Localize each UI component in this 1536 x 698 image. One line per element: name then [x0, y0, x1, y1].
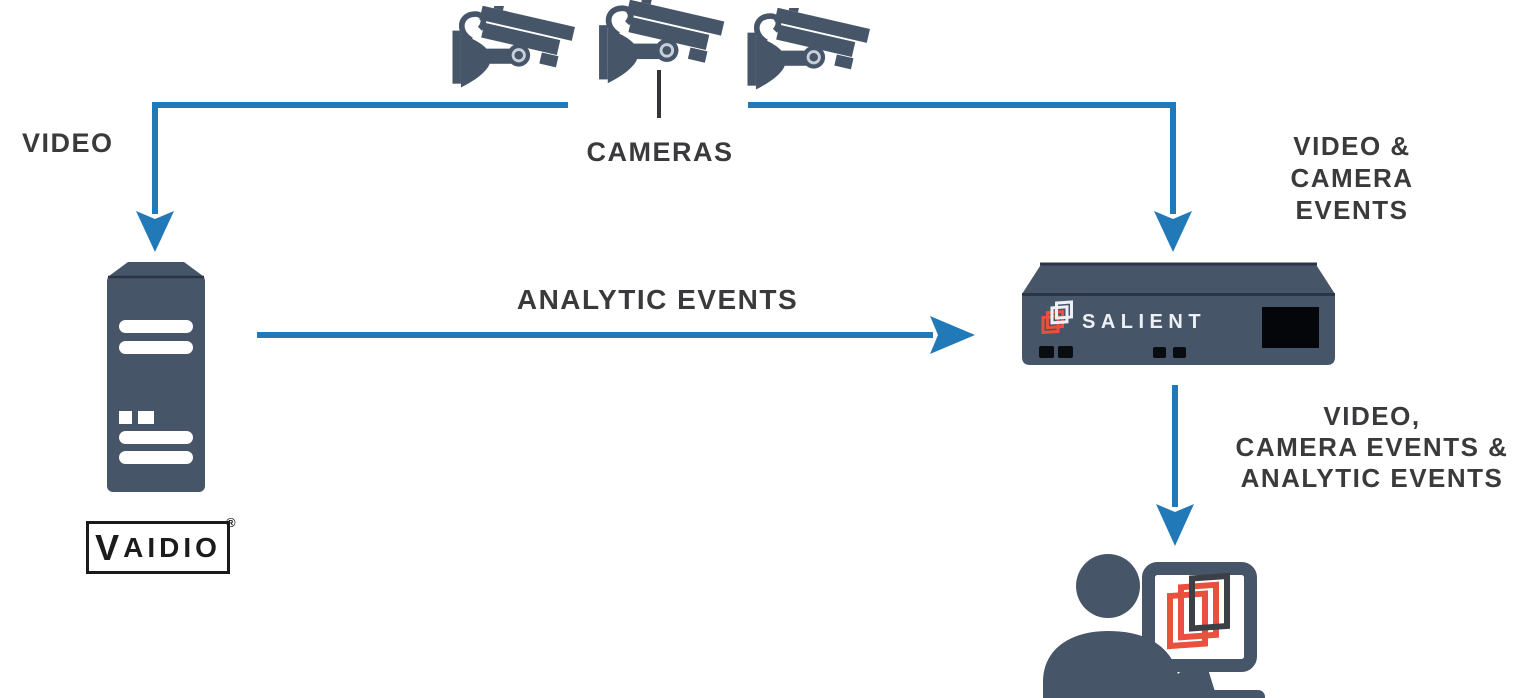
cctv-camera-icon: [745, 8, 873, 98]
cctv-camera-icon: [596, 0, 728, 92]
person-head: [1076, 554, 1140, 618]
registered-trademark-mark: ®: [226, 515, 236, 530]
vaidio-logo-v: V: [95, 526, 124, 568]
video-camera-events-label: VIDEO & CAMERA EVENTS: [1242, 130, 1462, 226]
vcae-line1: VIDEO,: [1323, 401, 1421, 431]
video-camera-events-line2: CAMERA EVENTS: [1290, 163, 1414, 225]
video-camera-analytic-events-label: VIDEO, CAMERA EVENTS & ANALYTIC EVENTS: [1222, 401, 1522, 494]
person-body: [1043, 631, 1206, 698]
vcae-line3: ANALYTIC EVENTS: [1240, 463, 1504, 493]
tower-server-icon: [107, 262, 205, 492]
salient-layered-cube-icon: [1041, 300, 1073, 335]
analytic-events-label: ANALYTIC EVENTS: [516, 284, 799, 315]
operator-at-monitor-icon: [1043, 554, 1265, 698]
vcae-line2: CAMERA EVENTS &: [1235, 432, 1509, 462]
arrow-salient-to-operator: [1156, 385, 1194, 546]
video-label: VIDEO: [22, 128, 114, 158]
monitor-icon: [1142, 562, 1257, 672]
nvr-appliance-icon: SALIENT: [1022, 262, 1335, 365]
salient-layered-cube-icon: [1167, 572, 1230, 650]
arrow-video-to-salient: [748, 102, 1192, 252]
cameras-label: CAMERAS: [586, 137, 734, 167]
arrow-analytic-events: [257, 316, 975, 354]
video-camera-events-line1: VIDEO &: [1293, 131, 1411, 161]
cctv-camera-icon: [450, 6, 578, 96]
salient-device-label: SALIENT: [1082, 311, 1206, 333]
vaidio-logo-text: AIDIO: [123, 531, 221, 563]
arrow-video-to-vaidio: [136, 102, 568, 252]
